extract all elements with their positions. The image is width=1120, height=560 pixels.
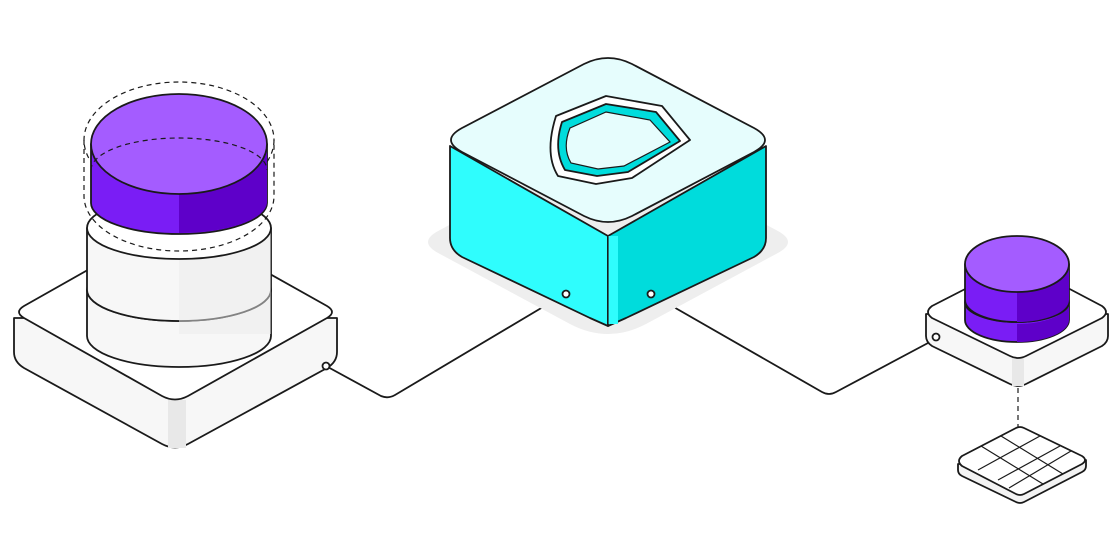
shield-icon — [549, 95, 691, 185]
gateway-port-left — [561, 289, 571, 299]
gateway-box — [428, 57, 788, 334]
right-purple-disk-top — [964, 235, 1070, 293]
left-base-port — [321, 361, 331, 371]
storage-stack-left — [13, 81, 338, 449]
grid-tile-icon — [957, 426, 1087, 504]
cable-left-to-gateway — [325, 293, 567, 399]
gateway-side-highlight — [608, 236, 618, 324]
right-base-side-shade — [1012, 352, 1024, 386]
cable-gateway-to-right — [650, 293, 937, 395]
purple-disk-top — [90, 93, 268, 195]
selection-outline-side — [83, 140, 275, 252]
purple-disk-inner-dash — [90, 137, 268, 171]
left-base-side-shade — [168, 400, 186, 448]
storage-node-right — [925, 235, 1109, 387]
right-base-port — [931, 332, 941, 342]
gateway-port-right — [646, 289, 656, 299]
connection-cables — [325, 293, 1019, 428]
